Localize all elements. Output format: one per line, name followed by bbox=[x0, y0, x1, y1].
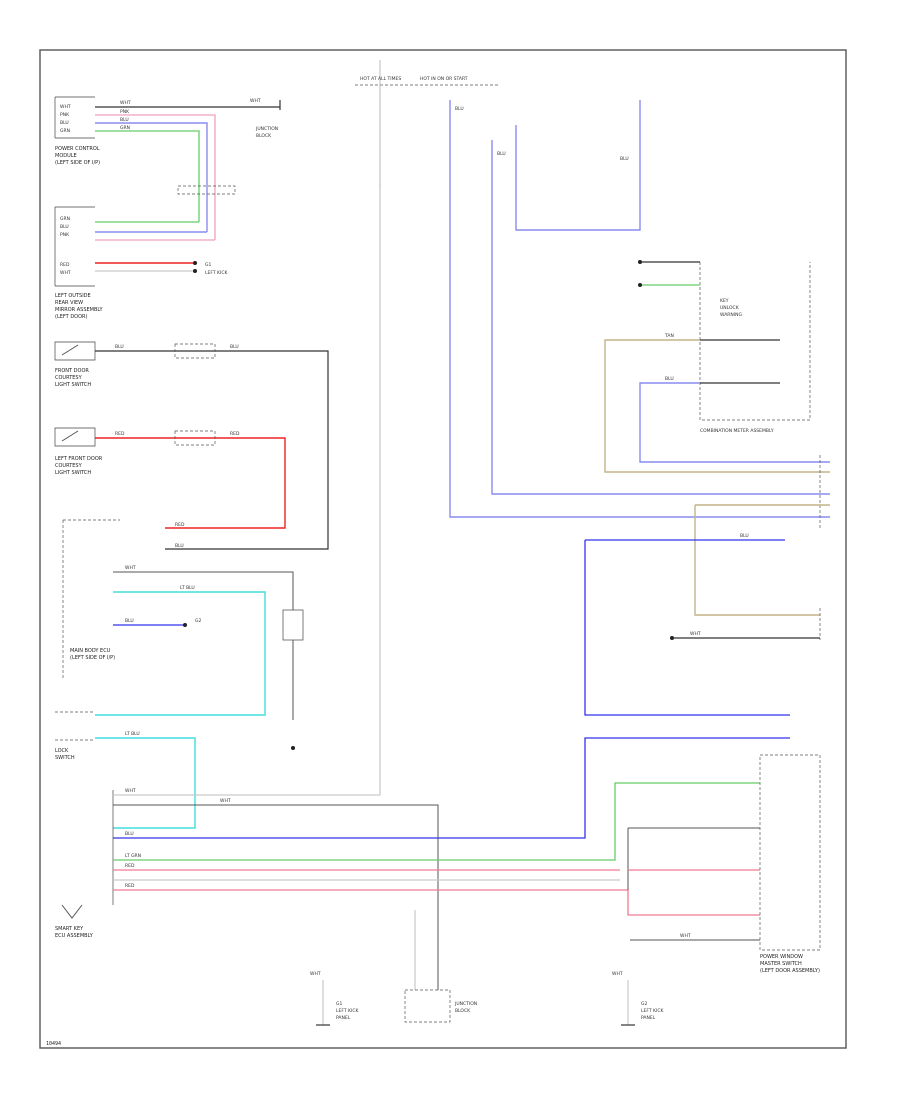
front-door-courtesy-switch: FRONT DOOR COURTESY LIGHT SWITCH bbox=[54, 341, 96, 388]
svg-text:RED: RED bbox=[115, 431, 125, 437]
svg-text:ECU ASSEMBLY: ECU ASSEMBLY bbox=[55, 933, 94, 939]
svg-text:LEFT KICK: LEFT KICK bbox=[641, 1008, 664, 1014]
svg-text:WHT: WHT bbox=[690, 631, 701, 637]
svg-text:PANEL: PANEL bbox=[641, 1015, 656, 1021]
svg-text:WHT: WHT bbox=[680, 933, 691, 939]
svg-text:BLU: BLU bbox=[125, 831, 134, 837]
svg-text:BLU: BLU bbox=[115, 344, 124, 350]
svg-text:PNK: PNK bbox=[120, 109, 130, 115]
svg-text:GRN: GRN bbox=[60, 216, 70, 222]
svg-text:BLU: BLU bbox=[455, 106, 464, 112]
svg-text:WHT: WHT bbox=[310, 971, 321, 977]
svg-text:TAN: TAN bbox=[664, 333, 674, 339]
svg-text:RED: RED bbox=[175, 522, 185, 528]
svg-text:KEY: KEY bbox=[720, 298, 729, 304]
svg-text:BLU: BLU bbox=[665, 376, 674, 382]
svg-text:WHT: WHT bbox=[60, 270, 71, 276]
smart-key-ecu-assembly: SMART KEY ECU ASSEMBLY bbox=[55, 790, 114, 939]
svg-text:FRONT DOOR: FRONT DOOR bbox=[55, 368, 89, 374]
svg-text:BLU: BLU bbox=[125, 618, 134, 624]
svg-text:LOCK: LOCK bbox=[55, 748, 69, 754]
svg-text:WHT: WHT bbox=[250, 98, 261, 104]
ground-g1: WHT G1 LEFT KICK PANEL bbox=[310, 971, 359, 1026]
svg-text:WHT: WHT bbox=[60, 104, 71, 110]
svg-text:(LEFT SIDE OF I/P): (LEFT SIDE OF I/P) bbox=[55, 160, 100, 166]
svg-text:(LEFT SIDE OF I/P): (LEFT SIDE OF I/P) bbox=[70, 655, 115, 661]
svg-text:LT BLU: LT BLU bbox=[180, 585, 195, 591]
svg-text:WHT: WHT bbox=[220, 798, 231, 804]
svg-text:G2: G2 bbox=[195, 618, 201, 624]
diagram-frame bbox=[39, 49, 847, 1049]
svg-text:JUNCTION: JUNCTION bbox=[255, 126, 278, 132]
svg-text:COMBINATION METER ASSEMBLY: COMBINATION METER ASSEMBLY bbox=[700, 428, 774, 434]
svg-text:WARNING: WARNING bbox=[720, 312, 742, 318]
svg-text:RED: RED bbox=[125, 863, 135, 869]
svg-text:LEFT FRONT DOOR: LEFT FRONT DOOR bbox=[55, 456, 103, 462]
svg-text:G2: G2 bbox=[641, 1001, 647, 1007]
svg-text:BLOCK: BLOCK bbox=[256, 133, 272, 139]
svg-text:BLU: BLU bbox=[497, 151, 506, 157]
svg-text:BLU: BLU bbox=[230, 344, 239, 350]
left-front-door-courtesy-switch: LEFT FRONT DOOR COURTESY LIGHT SWITCH bbox=[54, 427, 103, 476]
svg-text:LT GRN: LT GRN bbox=[125, 853, 141, 859]
svg-text:BLOCK: BLOCK bbox=[455, 1008, 471, 1014]
svg-text:SWITCH: SWITCH bbox=[55, 755, 75, 761]
svg-text:RED: RED bbox=[230, 431, 240, 437]
main-body-ecu: MAIN BODY ECU (LEFT SIDE OF I/P) bbox=[62, 519, 120, 680]
svg-text:BLU: BLU bbox=[175, 543, 184, 549]
svg-text:BLU: BLU bbox=[120, 117, 129, 123]
svg-text:PNK: PNK bbox=[60, 232, 70, 238]
combination-meter-assembly: COMBINATION METER ASSEMBLY KEY UNLOCK WA… bbox=[699, 262, 811, 434]
svg-text:MIRROR ASSEMBLY: MIRROR ASSEMBLY bbox=[55, 307, 104, 313]
svg-text:MODULE: MODULE bbox=[55, 153, 77, 159]
ground-g2: WHT G2 LEFT KICK PANEL bbox=[612, 971, 664, 1026]
svg-text:LEFT KICK: LEFT KICK bbox=[336, 1008, 359, 1014]
svg-text:LEFT KICK: LEFT KICK bbox=[205, 270, 228, 276]
svg-text:UNLOCK: UNLOCK bbox=[720, 305, 740, 311]
svg-text:LEFT OUTSIDE: LEFT OUTSIDE bbox=[55, 293, 91, 299]
svg-text:BLU: BLU bbox=[60, 120, 69, 126]
svg-text:RED: RED bbox=[60, 262, 70, 268]
svg-text:G1: G1 bbox=[205, 262, 211, 268]
svg-text:PNK: PNK bbox=[60, 112, 70, 118]
svg-text:JUNCTION: JUNCTION bbox=[454, 1001, 477, 1007]
svg-text:WHT: WHT bbox=[125, 788, 136, 794]
svg-text:MAIN BODY ECU: MAIN BODY ECU bbox=[70, 648, 111, 654]
svg-text:POWER CONTROL: POWER CONTROL bbox=[55, 146, 100, 152]
svg-text:LIGHT SWITCH: LIGHT SWITCH bbox=[55, 382, 91, 388]
svg-text:WHT: WHT bbox=[612, 971, 623, 977]
svg-text:PANEL: PANEL bbox=[336, 1015, 351, 1021]
left-outside-mirror-assembly: GRN BLU PNK RED WHT LEFT OUTSIDE REAR VI… bbox=[54, 206, 104, 320]
svg-text:GRN: GRN bbox=[120, 125, 130, 131]
svg-text:HOT AT ALL TIMES: HOT AT ALL TIMES bbox=[360, 76, 401, 82]
svg-text:LIGHT SWITCH: LIGHT SWITCH bbox=[55, 470, 91, 476]
svg-text:BLU: BLU bbox=[740, 533, 749, 539]
svg-text:MASTER SWITCH: MASTER SWITCH bbox=[760, 961, 802, 967]
power-control-module: WHT PNK BLU GRN POWER CONTROL MODULE (LE… bbox=[54, 96, 100, 166]
svg-text:REAR VIEW: REAR VIEW bbox=[55, 300, 83, 306]
power-window-master-switch: POWER WINDOW MASTER SWITCH (LEFT DOOR AS… bbox=[759, 754, 821, 974]
lock-switch: LOCK SWITCH bbox=[55, 711, 95, 761]
svg-text:LT BLU: LT BLU bbox=[125, 731, 140, 737]
svg-text:BLU: BLU bbox=[60, 224, 69, 230]
svg-text:HOT IN ON OR START: HOT IN ON OR START bbox=[420, 76, 468, 82]
fuse-block-top: HOT AT ALL TIMES HOT IN ON OR START BLU … bbox=[355, 76, 830, 518]
junction-block-bottom: JUNCTION BLOCK bbox=[404, 910, 477, 1023]
svg-text:COURTESY: COURTESY bbox=[55, 463, 83, 469]
svg-text:GRN: GRN bbox=[60, 128, 70, 134]
svg-text:COURTESY: COURTESY bbox=[55, 375, 83, 381]
svg-text:(LEFT DOOR): (LEFT DOOR) bbox=[55, 314, 88, 320]
figure-id: 10494 bbox=[46, 1041, 61, 1047]
svg-text:WHT: WHT bbox=[125, 565, 136, 571]
svg-text:G1: G1 bbox=[336, 1001, 342, 1007]
svg-text:POWER WINDOW: POWER WINDOW bbox=[760, 954, 803, 960]
svg-text:(LEFT DOOR ASSEMBLY): (LEFT DOOR ASSEMBLY) bbox=[760, 968, 820, 974]
svg-text:WHT: WHT bbox=[120, 100, 131, 106]
svg-text:BLU: BLU bbox=[620, 156, 629, 162]
svg-text:SMART KEY: SMART KEY bbox=[55, 926, 84, 932]
svg-text:RED: RED bbox=[125, 883, 135, 889]
